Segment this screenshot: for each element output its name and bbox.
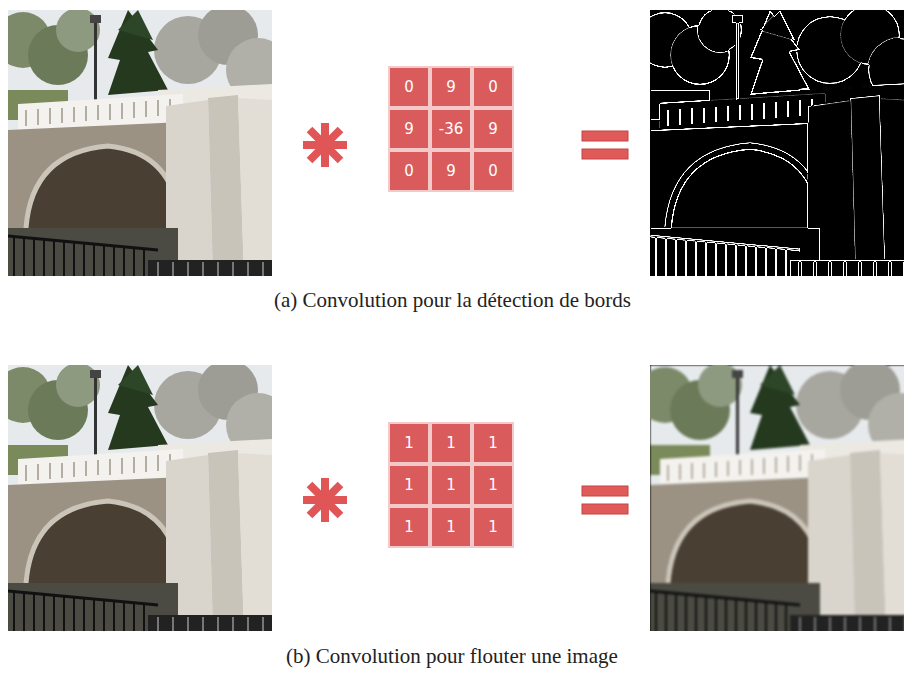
kernel-cell: 0 xyxy=(472,66,514,108)
kernel-cell: 1 xyxy=(430,464,472,506)
kernel-cell: 9 xyxy=(472,108,514,150)
figure-caption: (a) Convolution pour la détection de bor… xyxy=(274,288,631,313)
input-photo-b xyxy=(8,365,272,631)
convolution-symbol xyxy=(303,478,347,522)
kernel-cell: 1 xyxy=(388,464,430,506)
equals-symbol xyxy=(582,486,628,514)
kernel-cell: 0 xyxy=(388,66,430,108)
input-photo-a xyxy=(8,10,272,276)
kernel-cell: 0 xyxy=(472,150,514,192)
kernel-cell: 9 xyxy=(388,108,430,150)
blurred-photo xyxy=(650,365,904,631)
convolution-symbol xyxy=(303,123,347,167)
edge-photo xyxy=(650,10,904,276)
kernel-cell: 1 xyxy=(388,422,430,464)
kernel-cell: 1 xyxy=(388,506,430,548)
figure-caption: (b) Convolution pour flouter une image xyxy=(286,644,618,669)
kernel-cell: 9 xyxy=(430,150,472,192)
kernel-cell: 1 xyxy=(472,464,514,506)
kernel-cell: -36 xyxy=(430,108,472,150)
equals-symbol xyxy=(582,131,628,159)
kernel-cell: 1 xyxy=(472,422,514,464)
kernel-cell: 1 xyxy=(430,506,472,548)
kernel-cell: 9 xyxy=(430,66,472,108)
kernel-cell: 1 xyxy=(472,506,514,548)
kernel-cell: 1 xyxy=(430,422,472,464)
kernel-cell: 0 xyxy=(388,150,430,192)
